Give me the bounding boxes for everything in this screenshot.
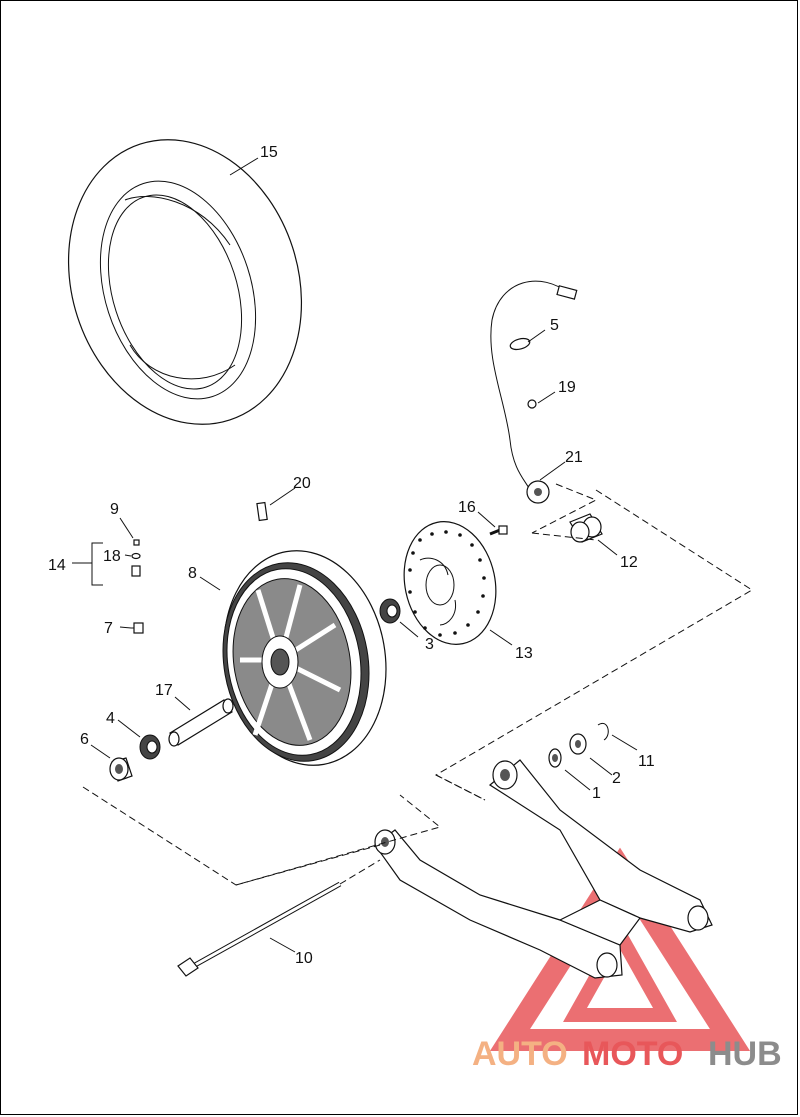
label-10: 10 [295,950,313,967]
axle-spacer [168,698,234,747]
callout-labels: 15 5 19 21 20 16 9 18 14 12 8 7 3 13 17 … [48,144,655,967]
label-19: 19 [558,379,576,396]
brake-rotor [403,521,497,645]
label-3: 3 [425,636,434,653]
label-20: 20 [293,475,311,492]
right-spacer [569,513,603,543]
assembly-lines [82,483,753,886]
valve-stem [131,622,144,634]
label-17: 17 [155,682,173,699]
label-13: 13 [515,645,533,662]
label-2: 2 [612,770,621,787]
label-9: 9 [110,501,119,518]
label-14: 14 [48,557,66,574]
label-8: 8 [188,565,197,582]
bearing-left [139,734,161,760]
label-16: 16 [458,499,476,516]
speed-sensor [490,280,578,504]
watermark-hub: HUB [708,1035,782,1073]
label-15: 15 [260,144,278,161]
label-11: 11 [638,753,655,770]
watermark-auto: AUTO [472,1035,568,1073]
valve-parts [131,539,141,577]
label-18: 18 [103,548,121,565]
tire [67,139,303,425]
left-spacer [109,757,133,782]
label-21: 21 [565,449,583,466]
watermark-text: AUTO MOTO HUB [472,1035,782,1073]
rotor-bolt [489,525,508,536]
rear-axle [177,881,342,977]
swingarm [374,759,713,979]
label-7: 7 [104,620,113,637]
label-1: 1 [592,785,601,802]
watermark-moto: MOTO [582,1035,683,1073]
label-12: 12 [620,554,638,571]
label-5: 5 [550,317,559,334]
label-6: 6 [80,731,89,748]
wheel [222,550,387,766]
axle-hardware [548,722,609,768]
label-4: 4 [106,710,115,727]
bearing-right [379,598,401,624]
leader-lines [72,157,638,953]
balance-weight [256,501,268,522]
